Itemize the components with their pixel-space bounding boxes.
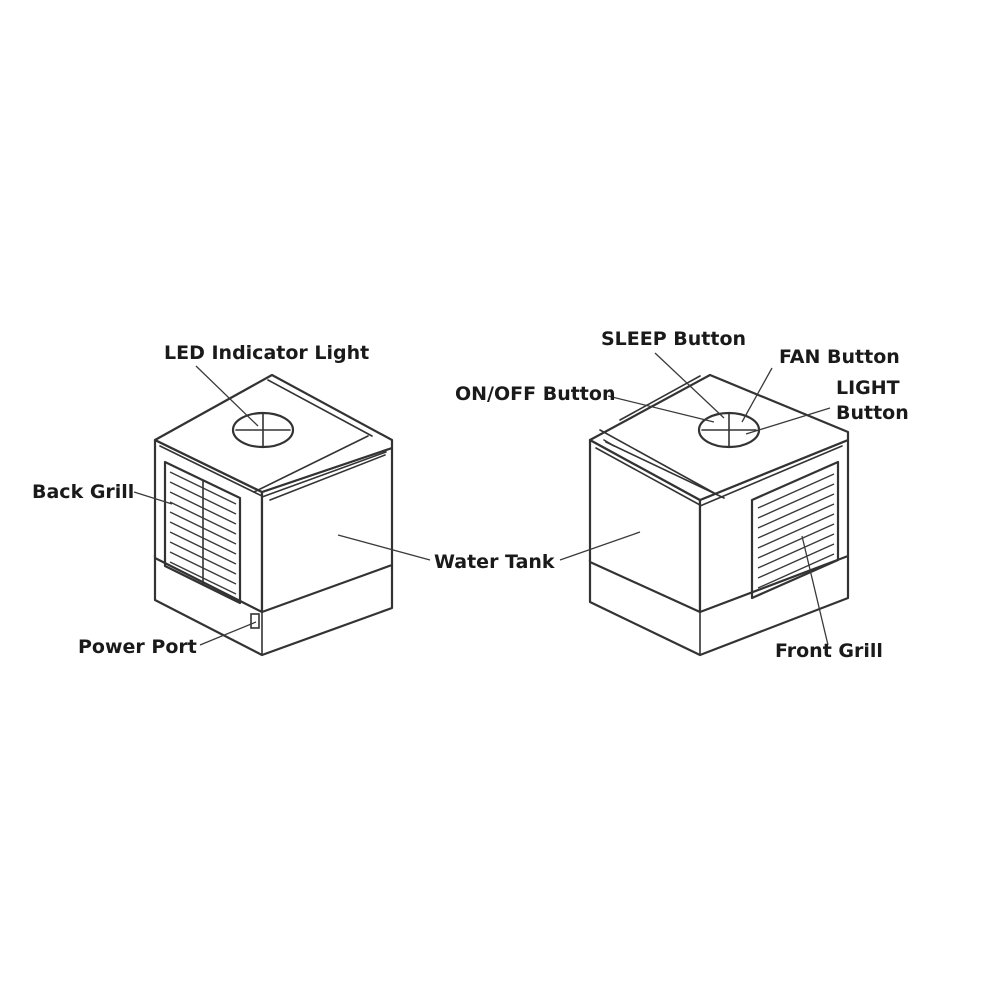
back-grill: [163, 460, 242, 605]
left-unit-back-view: [153, 373, 394, 657]
label-water-tank: Water Tank: [434, 551, 555, 573]
leader-lines: [133, 352, 831, 646]
label-fan-button: FAN Button: [779, 346, 900, 368]
label-back-grill: Back Grill: [32, 481, 134, 503]
label-led-indicator-light: LED Indicator Light: [164, 342, 369, 364]
power-port: [250, 613, 260, 629]
label-light-button-line1: LIGHT: [836, 377, 900, 399]
control-dial: [697, 411, 761, 449]
label-light-button-line2: Button: [836, 402, 909, 424]
label-sleep-button: SLEEP Button: [601, 328, 746, 350]
led-indicator-dial: [231, 411, 295, 449]
right-unit-front-view: [588, 373, 850, 657]
front-grill: [750, 460, 840, 600]
label-onoff-button: ON/OFF Button: [455, 383, 615, 405]
label-front-grill: Front Grill: [775, 640, 883, 662]
label-power-port: Power Port: [78, 636, 197, 658]
